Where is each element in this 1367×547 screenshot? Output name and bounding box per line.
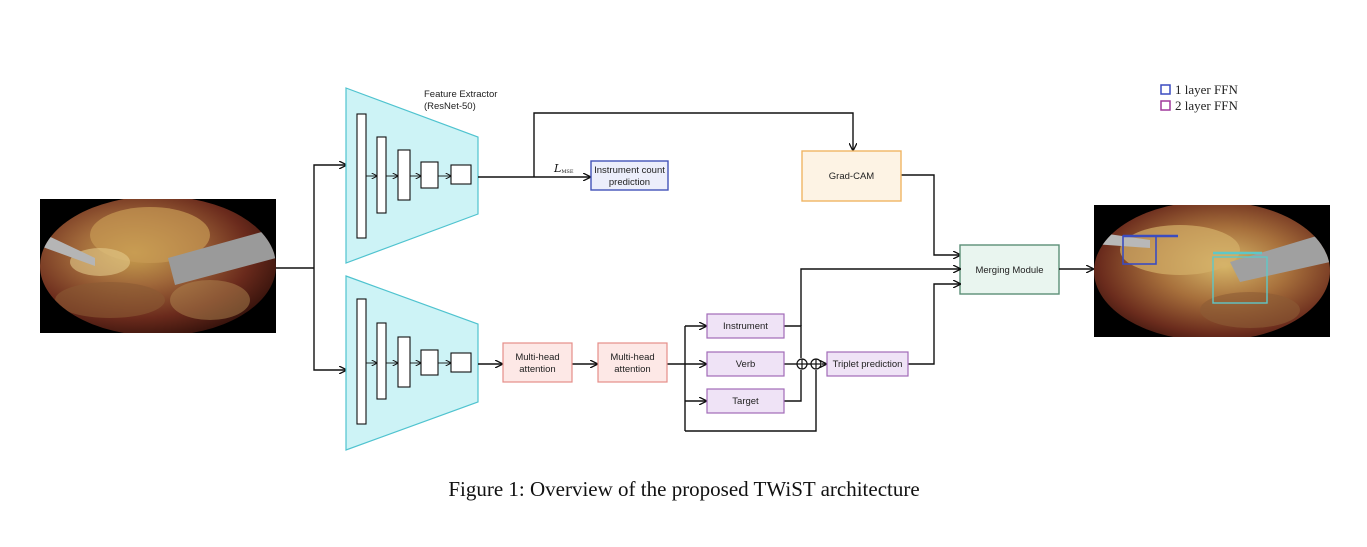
legend-label-2-layer-ffn: 2 layer FFN bbox=[1175, 98, 1238, 113]
grad-cam-box: Grad-CAM bbox=[801, 150, 902, 202]
instrument-head-box: Instrument bbox=[706, 313, 785, 339]
mha2-label-line2: attention bbox=[614, 364, 650, 375]
legend: 1 layer FFN 2 layer FFN bbox=[1160, 82, 1238, 113]
bottom-branch-connectors bbox=[478, 269, 960, 432]
feature-extractor-label: Feature Extractor bbox=[424, 89, 497, 100]
mha1-label-line1: Multi-head bbox=[515, 352, 559, 363]
instrument-count-label-line2: prediction bbox=[609, 177, 650, 188]
detection-box-2-layer-ffn bbox=[1212, 256, 1268, 304]
multi-head-attention-box-1: Multi-head attention bbox=[502, 342, 573, 383]
loss-mse-label: LMSE bbox=[553, 162, 574, 175]
input-connectors bbox=[276, 165, 346, 370]
mha2-label-line1: Multi-head bbox=[610, 352, 654, 363]
legend-swatch-2-layer-ffn bbox=[1160, 100, 1171, 111]
merging-module-label: Merging Module bbox=[975, 265, 1043, 276]
verb-label: Verb bbox=[736, 359, 756, 370]
target-head-box: Target bbox=[706, 388, 785, 414]
triplet-prediction-box: Triplet prediction bbox=[826, 351, 909, 377]
verb-head-box: Verb bbox=[706, 351, 785, 377]
feature-extractor-resnet-bottom bbox=[345, 275, 479, 451]
figure-caption: Figure 1: Overview of the proposed TWiST… bbox=[448, 477, 919, 501]
target-label: Target bbox=[732, 396, 759, 407]
merging-module-box: Merging Module bbox=[959, 244, 1060, 295]
grad-cam-label: Grad-CAM bbox=[829, 171, 874, 182]
output-surgical-image bbox=[1094, 205, 1330, 337]
legend-swatch-1-layer-ffn bbox=[1160, 84, 1171, 95]
instrument-label: Instrument bbox=[723, 321, 768, 332]
concat-nodes bbox=[796, 358, 822, 370]
legend-label-1-layer-ffn: 1 layer FFN bbox=[1175, 82, 1238, 97]
top-branch-connectors bbox=[478, 112, 960, 255]
instrument-count-prediction-box: Instrument count prediction bbox=[590, 160, 669, 191]
feature-extractor-resnet-top bbox=[345, 87, 479, 264]
mha1-label-line2: attention bbox=[519, 364, 555, 375]
instrument-count-label-line1: Instrument count bbox=[594, 165, 665, 176]
multi-head-attention-box-2: Multi-head attention bbox=[597, 342, 668, 383]
input-surgical-image bbox=[40, 199, 276, 333]
triplet-prediction-label: Triplet prediction bbox=[833, 359, 903, 370]
feature-extractor-sublabel: (ResNet-50) bbox=[424, 101, 476, 112]
